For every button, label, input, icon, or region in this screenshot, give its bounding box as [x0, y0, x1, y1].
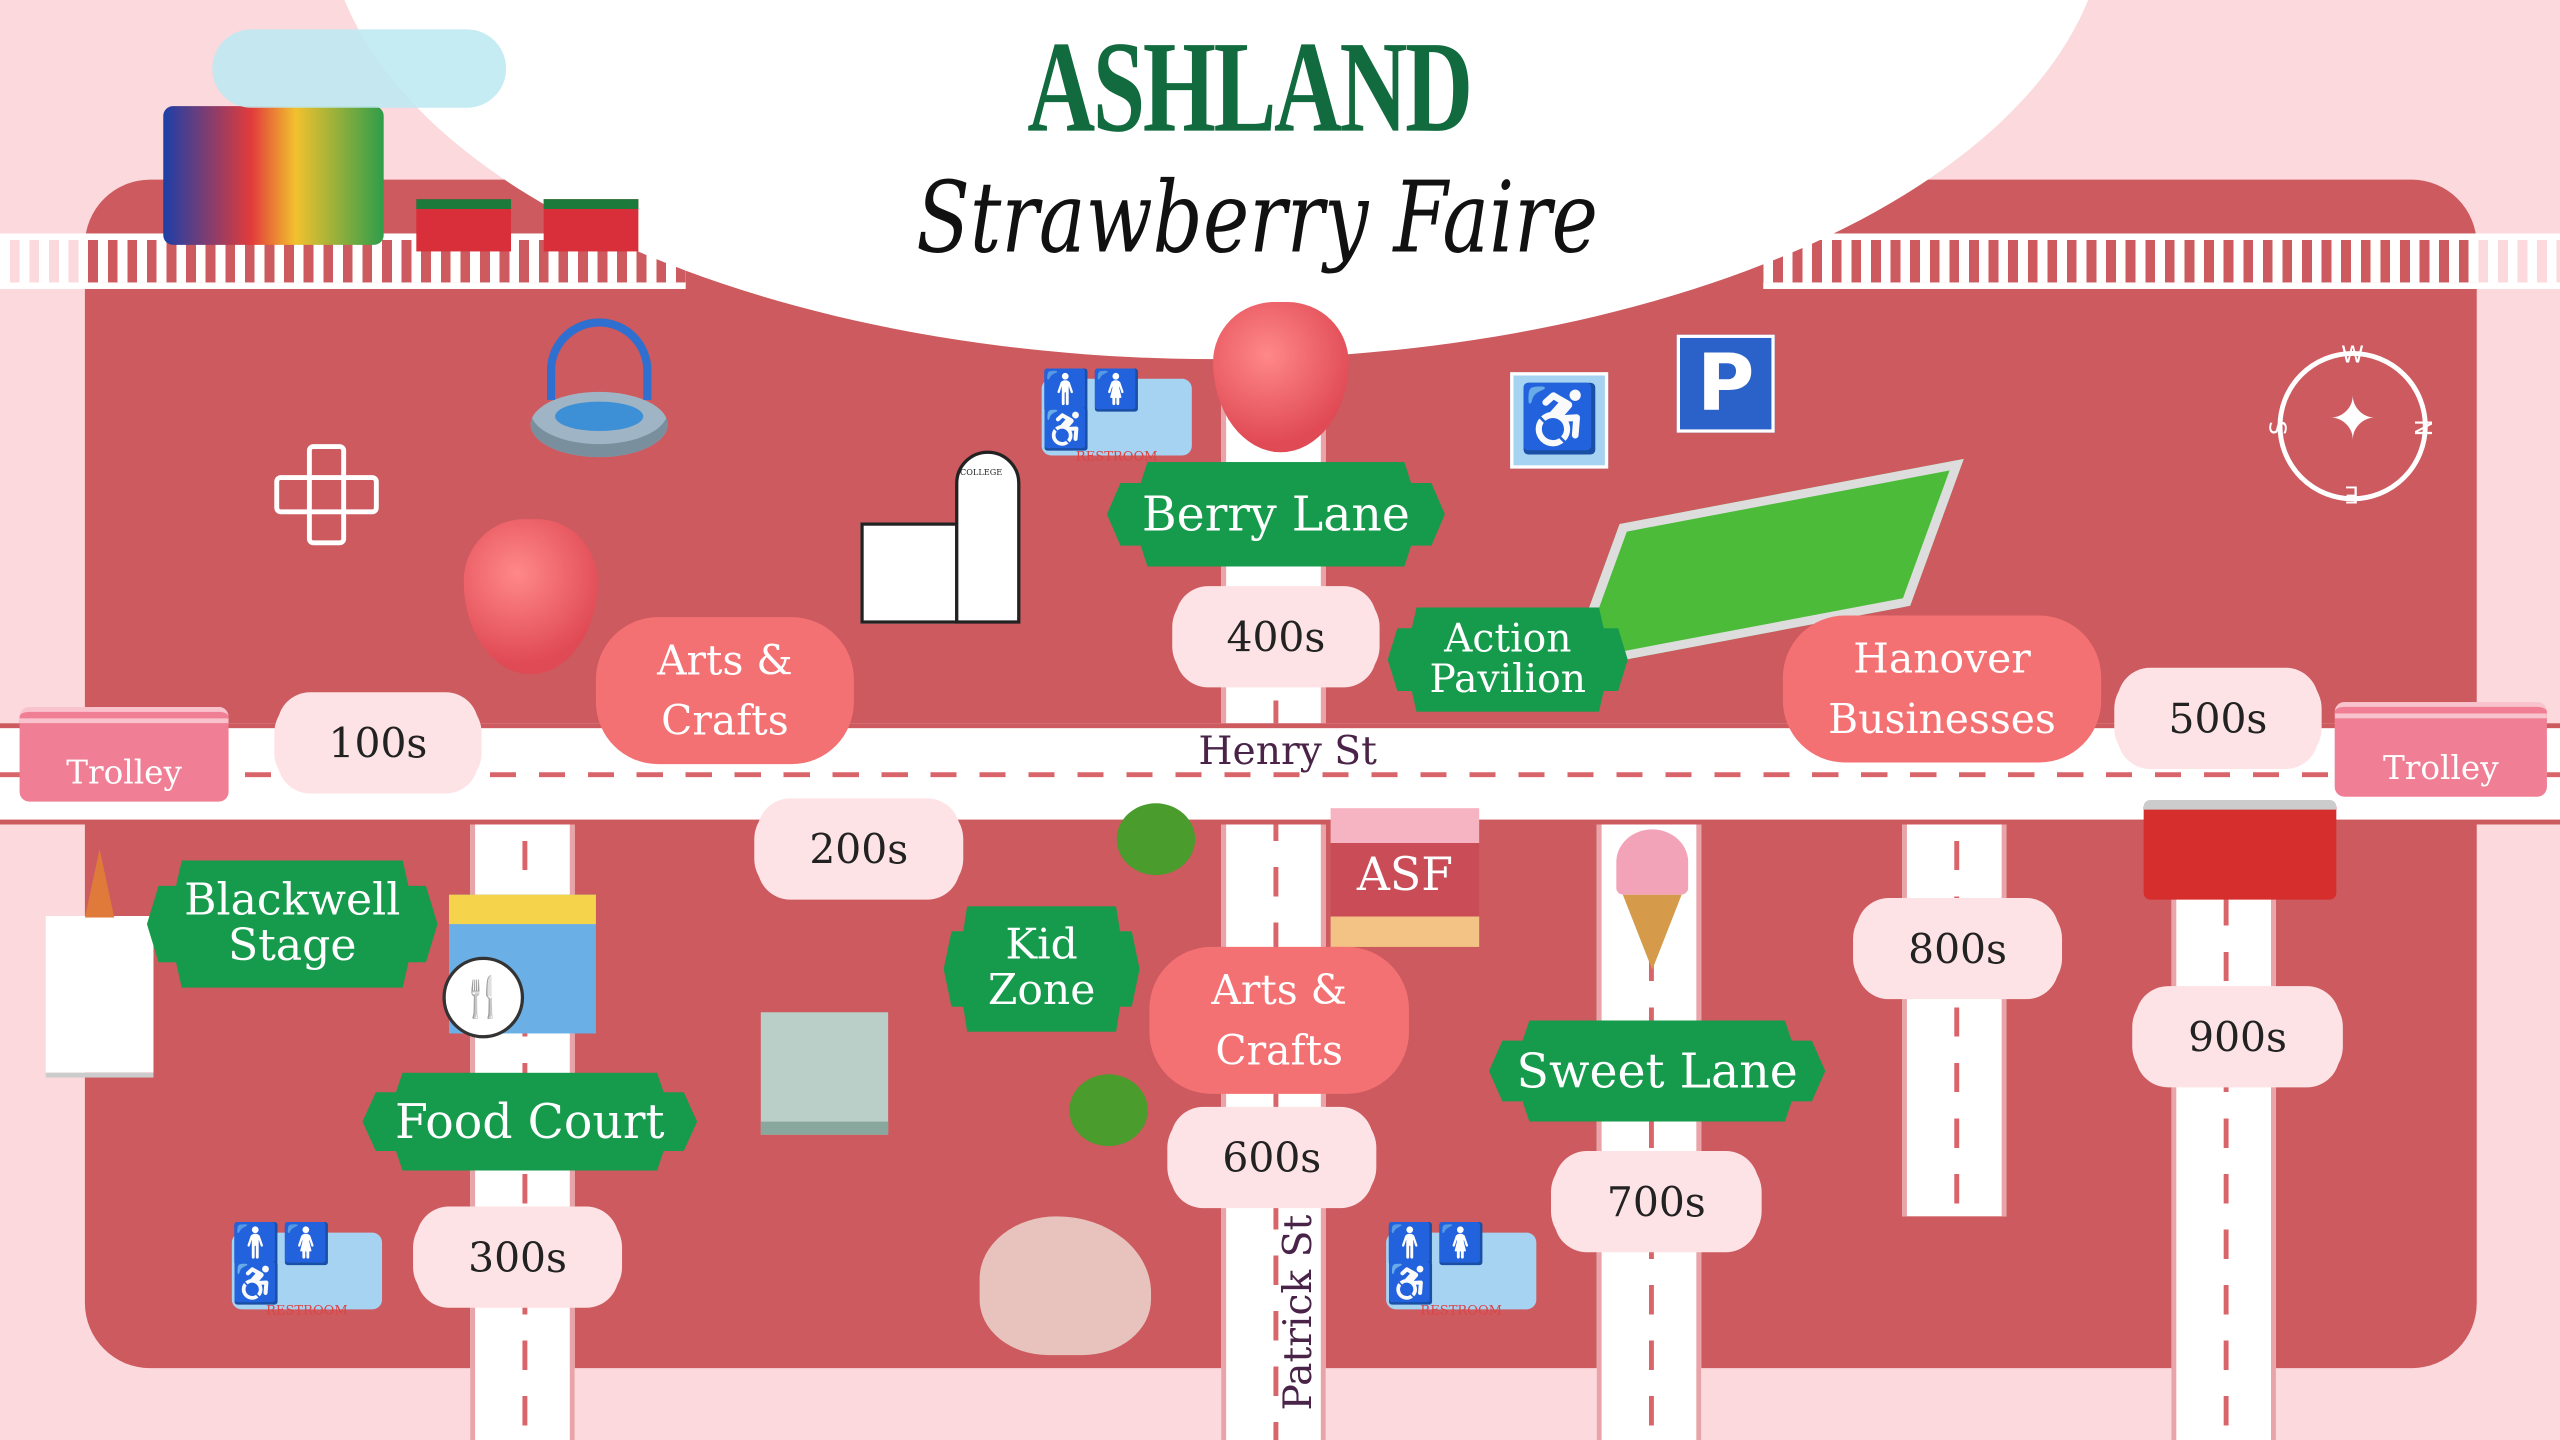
- accessible-parking-icon: ♿: [1510, 372, 1609, 469]
- ice-cream-icon: [1613, 816, 1691, 971]
- berry-lane-banner[interactable]: Berry Lane: [1106, 462, 1445, 567]
- compass-w: W: [2341, 342, 2364, 369]
- block-tag-500s: 500s: [2114, 672, 2322, 765]
- block-tag-100s: 100s: [274, 697, 482, 789]
- asf-label: ASF: [1356, 847, 1453, 902]
- block-tag-600s: 600s: [1167, 1111, 1377, 1204]
- first-aid-cross-icon: [274, 444, 379, 546]
- restroom-label: RESTROOM: [1075, 448, 1158, 464]
- parking-icon: P: [1676, 334, 1775, 433]
- fire-truck-icon: [2143, 799, 2337, 900]
- compass-e: E: [2344, 479, 2359, 507]
- trolley-left[interactable]: Trolley: [19, 706, 229, 802]
- arts-crafts-south-pill[interactable]: Arts & Crafts: [1149, 946, 1409, 1094]
- block-tag-700s: 700s: [1551, 1155, 1762, 1248]
- train-icon: [163, 106, 384, 245]
- block-tag-200s: 200s: [754, 803, 964, 895]
- hanover-businesses-pill[interactable]: Hanover Businesses: [1782, 615, 2102, 763]
- train-car-icon: [416, 199, 512, 252]
- restroom-label: RESTROOM: [1420, 1302, 1503, 1318]
- blackwell-stage-banner[interactable]: Blackwell Stage: [146, 860, 438, 988]
- tree-icon: [1116, 803, 1196, 876]
- block-tag-400s: 400s: [1172, 591, 1380, 683]
- fountain-icon: [530, 318, 668, 458]
- kid-zone-banner[interactable]: Kid Zone: [943, 906, 1140, 1032]
- tree-icon: [1069, 1074, 1148, 1147]
- sweet-lane-banner[interactable]: Sweet Lane: [1488, 1020, 1826, 1122]
- road: [1902, 824, 2007, 1217]
- road: [2171, 824, 2276, 1440]
- title-strawberry-faire: Strawberry Faire: [916, 161, 1599, 276]
- compass-icon: W N S E ✦: [2267, 343, 2435, 506]
- food-stall-icon: 🍴: [442, 894, 596, 1039]
- restroom-icon: 🚹🚺♿RESTROOM: [231, 1224, 383, 1318]
- castle-icon: [760, 1012, 889, 1135]
- strawberry-icon: [1213, 302, 1349, 453]
- food-court-banner[interactable]: Food Court: [362, 1072, 698, 1171]
- block-tag-900s: 900s: [2132, 991, 2343, 1083]
- trolley-right[interactable]: Trolley: [2334, 702, 2547, 797]
- restroom-label: RESTROOM: [266, 1302, 348, 1318]
- title-ashland: ASHLAND: [1027, 16, 1473, 160]
- college-label: COLLEGE: [959, 468, 1003, 479]
- church-icon: [45, 848, 154, 1078]
- block-tag-800s: 800s: [1853, 902, 2063, 995]
- strawberry-icon: [463, 519, 598, 675]
- college-icon: COLLEGE: [860, 421, 1040, 628]
- road-dash: [0, 772, 2560, 778]
- block-tag-300s: 300s: [413, 1211, 623, 1303]
- restroom-icon: 🚹🚺♿RESTROOM: [1386, 1224, 1537, 1318]
- arts-crafts-north-pill[interactable]: Arts & Crafts: [595, 617, 854, 765]
- asf-booth-icon: ASF: [1330, 808, 1480, 947]
- fence-right: [1763, 233, 2560, 289]
- restroom-icon: 🚹🚺♿RESTROOM: [1041, 371, 1192, 464]
- smoke-icon: [212, 29, 507, 108]
- compass-n: N: [2408, 419, 2435, 437]
- compass-star-icon: ✦: [2328, 386, 2378, 454]
- henry-st-label: Henry St: [1198, 728, 1377, 774]
- horse-icon: [979, 1216, 1152, 1356]
- compass-s: S: [2266, 420, 2293, 436]
- train-car-icon: [543, 199, 639, 252]
- action-pavilion-banner[interactable]: Action Pavilion: [1387, 607, 1628, 712]
- patrick-st-label: Patrick St: [1275, 1214, 1321, 1411]
